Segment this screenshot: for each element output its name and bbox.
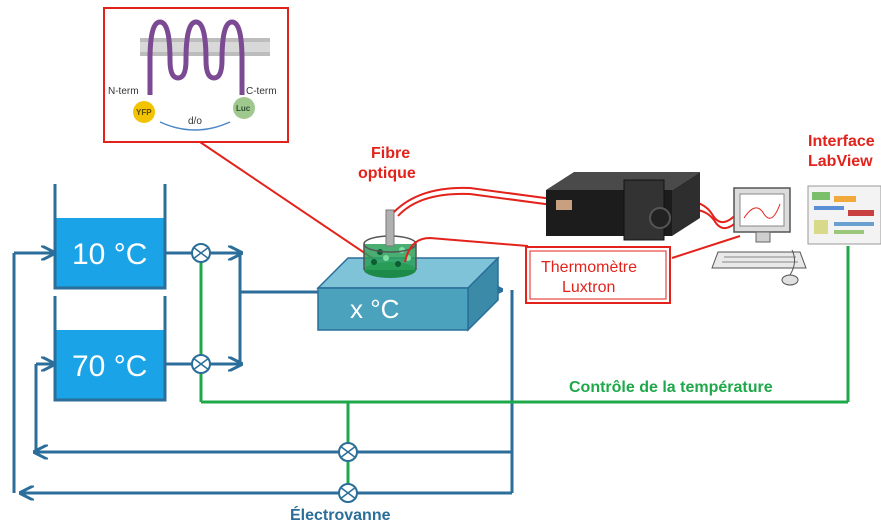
inset-frame (103, 7, 289, 143)
tank-70-label: 70 °C (72, 350, 147, 383)
labview-screenshot-icon (807, 185, 881, 245)
tank-10-label: 10 °C (72, 238, 147, 271)
computer-icon (711, 187, 807, 286)
distance-arrow (159, 121, 231, 131)
thermometer-label-2: Luxtron (562, 279, 615, 296)
inset-connector (199, 141, 379, 263)
distance-label: d/o (188, 116, 202, 127)
spectrometer-icon (546, 172, 700, 241)
yfp-circle (133, 101, 155, 123)
sample-box-label: x °C (350, 294, 399, 324)
valve-icon[interactable] (191, 354, 211, 374)
thermometer-label-1: Thermomètre (541, 259, 637, 276)
valve-icon[interactable] (191, 243, 211, 263)
protein-membrane-icon (140, 19, 270, 95)
tank-10: 10 °C (53, 184, 167, 290)
temperature-control-label: Contrôle de la température (569, 379, 773, 396)
piping (12, 253, 514, 493)
interface-label-2: LabView (808, 153, 873, 170)
control-lines (199, 246, 850, 484)
yfp-label: YFP (136, 108, 152, 117)
electrovalve-label: Électrovanne (290, 505, 391, 524)
fibre-label-1: Fibre (371, 145, 410, 162)
valve-icon[interactable] (338, 483, 358, 503)
fibre-label-2: optique (358, 165, 416, 182)
c-term-label: C-term (246, 86, 277, 97)
luc-label: Luc (236, 104, 251, 113)
sample-box: x °C (316, 256, 500, 332)
interface-label-1: Interface (808, 133, 875, 150)
n-term-label: N-term (108, 86, 139, 97)
luc-circle (233, 97, 255, 119)
valve-icon[interactable] (338, 442, 358, 462)
tank-70: 70 °C (53, 296, 167, 402)
protein-inset: N-term C-term YFP Luc d/o (103, 7, 289, 143)
fibre-probe (385, 209, 395, 247)
thermometer-box: Thermomètre Luxtron (525, 246, 671, 304)
